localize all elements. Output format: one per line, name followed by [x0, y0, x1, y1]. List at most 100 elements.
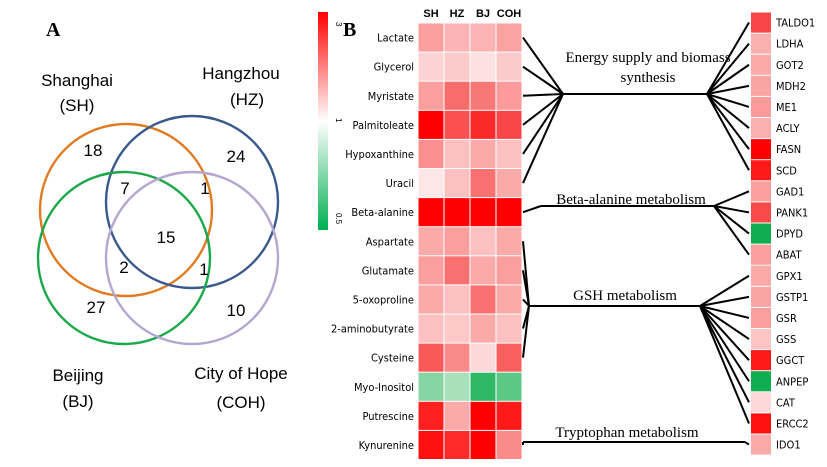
- gene-cell-got2: [751, 54, 771, 75]
- heatmap-cell: [418, 372, 444, 401]
- gene-label-gstp1: GSTP1: [776, 291, 808, 304]
- heatmap-cell: [470, 81, 496, 110]
- set-name-beijing: Beijing: [52, 366, 103, 385]
- gene-edge: [706, 84, 750, 95]
- pathway-gsh: GSH metabolism: [573, 288, 677, 304]
- color-scale-min: 0.5: [334, 213, 343, 225]
- gene-edge: [706, 93, 750, 171]
- heatmap-cell: [444, 139, 470, 168]
- heatmap-cell: [444, 401, 470, 430]
- gene-label-anpep: ANPEP: [776, 375, 808, 388]
- heatmap-cell: [444, 198, 470, 227]
- heatmap-cell: [470, 372, 496, 401]
- metabolite-edge: [522, 93, 564, 97]
- gene-cell-acly: [751, 118, 771, 139]
- count-hangzhou-only: 24: [227, 147, 246, 166]
- metabolite-label-5-oxoproline: 5-oxoproline: [353, 293, 414, 306]
- gene-cell-pank1: [751, 202, 771, 223]
- venn-circle-city-of-hope: [104, 170, 280, 346]
- metabolite-label-glycerol: Glycerol: [374, 61, 414, 74]
- metabolite-edge: [522, 65, 564, 95]
- gene-label-ercc2: ERCC2: [776, 417, 809, 430]
- heatmap-cell: [418, 430, 444, 459]
- metabolite-edge: [522, 270, 530, 307]
- heatmap-cell: [496, 372, 522, 401]
- gene-cell-ido1: [751, 434, 771, 455]
- gene-cell-ercc2: [751, 413, 771, 434]
- gene-edge: [744, 441, 750, 446]
- heatmap-cell: [470, 401, 496, 430]
- gene-label-fasn: FASN: [776, 143, 801, 156]
- heatmap-cell: [418, 314, 444, 343]
- gene-label-me1: ME1: [776, 101, 797, 114]
- metabolite-label-putrescine: Putrescine: [362, 410, 414, 423]
- count-city-of-hope-only: 10: [227, 301, 246, 320]
- gene-cell-gad1: [751, 181, 771, 202]
- heatmap-cell: [444, 343, 470, 372]
- metabolite-label-palmitoleate: Palmitoleate: [353, 119, 414, 132]
- gene-cell-cat: [751, 392, 771, 413]
- set-abbr-shanghai: (SH): [60, 96, 95, 115]
- venn-circle-shanghai: [38, 122, 214, 298]
- gene-edge: [713, 205, 750, 214]
- heatmap-cell: [470, 198, 496, 227]
- gene-label-mdh2: MDH2: [776, 80, 806, 93]
- metabolite-label-2-aminobutyrate: 2-aminobutyrate: [331, 323, 414, 336]
- gene-cell-gstp1: [751, 286, 771, 307]
- column-header-coh: COH: [497, 8, 522, 20]
- count-all-four: 15: [157, 228, 176, 247]
- gene-label-gss: GSS: [776, 333, 796, 346]
- column-header-sh: SH: [423, 8, 438, 20]
- heatmap-cell: [496, 198, 522, 227]
- gene-label-dpyd: DPYD: [776, 228, 803, 241]
- set-name-hangzhou: Hangzhou: [202, 64, 280, 83]
- heatmap-cell: [418, 23, 444, 52]
- gene-edge: [706, 63, 750, 95]
- column-header-bj: BJ: [476, 8, 490, 20]
- gene-cell-scd: [751, 160, 771, 181]
- network-edges: [522, 22, 750, 446]
- gene-label-got2: GOT2: [776, 59, 804, 72]
- heatmap-cell: [496, 285, 522, 314]
- heatmap-cell: [444, 227, 470, 256]
- metabolite-edge: [522, 205, 542, 214]
- gene-label-abat: ABAT: [776, 249, 802, 262]
- metabolite-label-beta-alanine: Beta-alanine: [351, 206, 414, 219]
- heatmap-cell: [444, 430, 470, 459]
- heatmap-cell: [418, 343, 444, 372]
- column-header-hz: HZ: [450, 8, 465, 20]
- gene-edge: [713, 205, 750, 235]
- heatmap-cell: [444, 81, 470, 110]
- metabolite-label-aspartate: Aspartate: [366, 235, 414, 248]
- gene-cell-anpep: [751, 371, 771, 392]
- gene-label-gsr: GSR: [776, 312, 797, 325]
- gene-label-ido1: IDO1: [776, 439, 801, 452]
- heatmap-cell: [470, 343, 496, 372]
- heatmap-cell: [496, 52, 522, 81]
- count-shanghai-only: 18: [84, 141, 103, 160]
- heatmap-cell: [418, 110, 444, 139]
- gene-column: [751, 12, 771, 455]
- heatmap-cell: [444, 52, 470, 81]
- metabolite-edge: [522, 93, 564, 126]
- heatmap-cell: [470, 139, 496, 168]
- pathway-energy-supply-line2: synthesis: [620, 70, 675, 86]
- gene-edge: [706, 93, 750, 108]
- heatmap-cell: [444, 256, 470, 285]
- heatmap-cell: [496, 314, 522, 343]
- gene-label-gpx1: GPX1: [776, 270, 803, 283]
- count-hz-coh-bottom: 1: [199, 260, 208, 279]
- heatmap-cell: [444, 23, 470, 52]
- heatmap-cell: [418, 401, 444, 430]
- metabolite-label-lactate: Lactate: [377, 32, 414, 45]
- gene-labels: TALDO1LDHAGOT2MDH2ME1ACLYFASNSCDGAD1PANK…: [775, 17, 815, 452]
- metabolite-edge: [522, 93, 564, 184]
- metabolite-edge: [522, 305, 530, 358]
- heatmap-cell: [444, 110, 470, 139]
- heatmap-cell: [496, 169, 522, 198]
- gene-edge: [699, 295, 750, 307]
- heatmap-cell: [496, 430, 522, 459]
- metabolite-label-kynurenine: Kynurenine: [359, 439, 414, 452]
- metabolite-edge: [522, 36, 564, 95]
